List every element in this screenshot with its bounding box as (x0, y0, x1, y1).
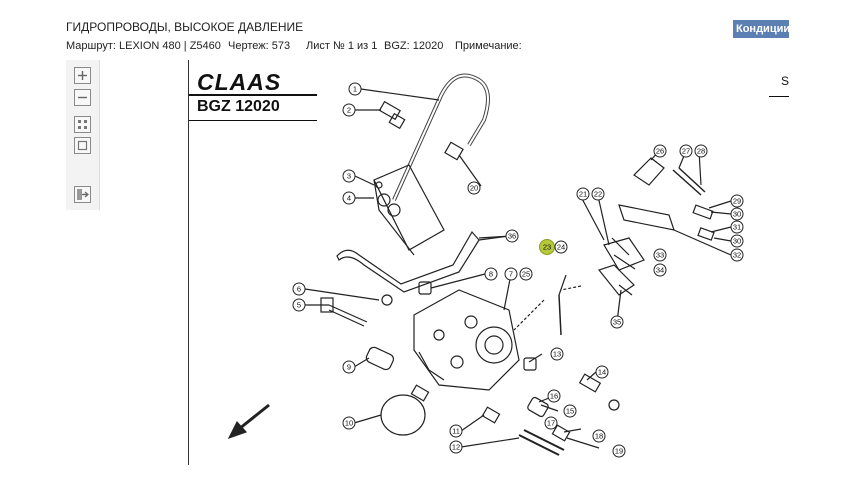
bgz-heading: BGZ 12020 (197, 98, 280, 115)
callout-29[interactable]: 29 (730, 194, 744, 208)
callout-25[interactable]: 25 (519, 267, 533, 281)
claas-logo: CLAAS (197, 69, 282, 95)
export-icon[interactable] (74, 186, 91, 203)
svg-text:34: 34 (656, 266, 664, 275)
svg-text:8: 8 (489, 270, 493, 279)
zoom-in-icon[interactable] (74, 67, 91, 84)
callout-15[interactable]: 15 (563, 404, 577, 418)
callout-8[interactable]: 8 (484, 267, 498, 281)
header-rule (189, 94, 317, 96)
fit-page-icon[interactable] (74, 116, 91, 133)
callout-28[interactable]: 28 (694, 144, 708, 158)
callout-20[interactable]: 20 (467, 181, 481, 195)
callout-2[interactable]: 2 (342, 103, 356, 117)
svg-text:26: 26 (656, 147, 664, 156)
actual-size-icon[interactable] (74, 137, 91, 154)
callout-11[interactable]: 11 (449, 424, 463, 438)
svg-text:32: 32 (733, 251, 741, 260)
callout-17[interactable]: 17 (544, 416, 558, 430)
svg-text:35: 35 (613, 318, 621, 327)
callout-30b[interactable]: 30 (730, 234, 744, 248)
svg-text:27: 27 (682, 147, 690, 156)
svg-text:11: 11 (452, 427, 460, 436)
svg-text:24: 24 (557, 243, 565, 252)
svg-text:33: 33 (656, 251, 664, 260)
svg-text:18: 18 (595, 432, 603, 441)
svg-text:21: 21 (579, 190, 587, 199)
callout-13[interactable]: 13 (550, 347, 564, 361)
callout-26[interactable]: 26 (653, 144, 667, 158)
exploded-diagram: 1 2 3 4 5 6 7 8 9 10 11 12 13 14 15 16 1… (227, 73, 744, 458)
svg-text:4: 4 (347, 194, 351, 203)
callout-22[interactable]: 22 (591, 187, 605, 201)
callout-32[interactable]: 32 (730, 248, 744, 262)
note-label: Примечание: (455, 40, 522, 52)
svg-text:31: 31 (733, 223, 741, 232)
callout-10[interactable]: 10 (342, 416, 356, 430)
callout-16[interactable]: 16 (547, 389, 561, 403)
svg-text:13: 13 (553, 350, 561, 359)
svg-text:1: 1 (353, 85, 357, 94)
svg-text:16: 16 (550, 392, 558, 401)
bgz-label: BGZ: 12020 (384, 40, 444, 52)
callout-30a[interactable]: 30 (730, 207, 744, 221)
svg-text:15: 15 (566, 407, 574, 416)
svg-text:14: 14 (598, 368, 606, 377)
zoom-out-icon[interactable] (74, 89, 91, 106)
svg-text:3: 3 (347, 172, 351, 181)
callout-12[interactable]: 12 (449, 440, 463, 454)
conditions-button[interactable]: Кондиции (733, 20, 789, 38)
svg-text:9: 9 (347, 363, 351, 372)
svg-text:10: 10 (345, 419, 353, 428)
svg-text:20: 20 (470, 184, 478, 193)
callout-7[interactable]: 7 (504, 267, 518, 281)
page-title: ГИДРОПРОВОДЫ, ВЫСОКОЕ ДАВЛЕНИЕ (66, 20, 304, 34)
svg-text:23: 23 (543, 243, 551, 252)
svg-text:19: 19 (615, 447, 623, 456)
svg-text:2: 2 (347, 106, 351, 115)
callout-34[interactable]: 34 (653, 263, 667, 277)
svg-text:30: 30 (733, 210, 741, 219)
view-toolbar (66, 60, 100, 210)
route-label: Маршрут: LEXION 480 | Z5460 (66, 40, 221, 52)
callout-9[interactable]: 9 (342, 360, 356, 374)
callout-27[interactable]: 27 (679, 144, 693, 158)
svg-text:30: 30 (733, 237, 741, 246)
svg-text:36: 36 (508, 232, 516, 241)
callout-1[interactable]: 1 (348, 82, 362, 96)
drawing-label: Чертеж: 573 (228, 40, 291, 52)
callout-33[interactable]: 33 (653, 248, 667, 262)
edge-line (769, 96, 789, 97)
callout-35[interactable]: 35 (610, 315, 624, 329)
svg-text:29: 29 (733, 197, 741, 206)
callout-6[interactable]: 6 (292, 282, 306, 296)
callout-4[interactable]: 4 (342, 191, 356, 205)
callout-23-highlighted[interactable]: 23 (539, 239, 555, 255)
svg-text:7: 7 (509, 270, 513, 279)
callout-31[interactable]: 31 (730, 220, 744, 234)
svg-text:17: 17 (547, 419, 555, 428)
svg-text:22: 22 (594, 190, 602, 199)
callout-18[interactable]: 18 (592, 429, 606, 443)
callout-5[interactable]: 5 (292, 298, 306, 312)
svg-text:5: 5 (297, 301, 301, 310)
sheet-label: Лист № 1 из 1 (306, 40, 378, 52)
svg-text:28: 28 (697, 147, 705, 156)
edge-char: S (781, 74, 790, 88)
parts-drawing[interactable]: CLAAS BGZ 12020 S (188, 60, 789, 465)
callout-36[interactable]: 36 (505, 229, 519, 243)
title-bar: ГИДРОПРОВОДЫ, ВЫСОКОЕ ДАВЛЕНИЕ (0, 16, 790, 38)
svg-text:12: 12 (452, 443, 460, 452)
svg-text:25: 25 (522, 270, 530, 279)
callout-19[interactable]: 19 (612, 444, 626, 458)
header-rule-bottom (189, 120, 317, 121)
callout-24[interactable]: 24 (554, 240, 568, 254)
svg-text:6: 6 (297, 285, 301, 294)
callout-14[interactable]: 14 (595, 365, 609, 379)
callout-21[interactable]: 21 (576, 187, 590, 201)
callout-3[interactable]: 3 (342, 169, 356, 183)
